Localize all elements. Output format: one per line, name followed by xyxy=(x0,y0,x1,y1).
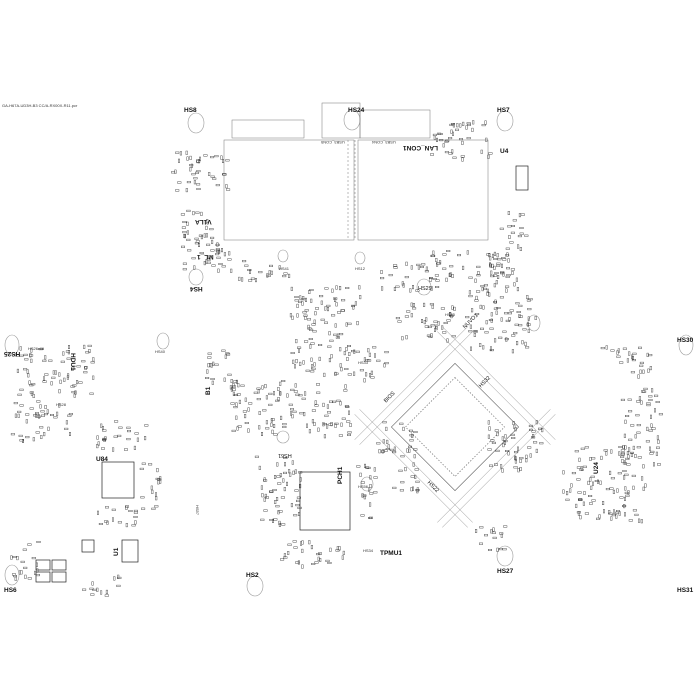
b1-label: B1 xyxy=(205,386,212,395)
u4-chip xyxy=(515,165,529,191)
hole-hs8 xyxy=(187,112,205,134)
hole-hs2 xyxy=(246,575,264,597)
hs7-label: HS7 xyxy=(497,107,510,114)
ml1-label: ML_1 xyxy=(197,253,214,260)
hdu1-label: HDU1 xyxy=(69,353,76,371)
hole-mid3 xyxy=(354,251,366,265)
hole-hs61 xyxy=(276,430,290,444)
hole-hs27 xyxy=(496,545,514,567)
hs24-label: HS24 xyxy=(348,107,365,114)
usb3-con4-label: USB3_CON4 xyxy=(372,140,396,145)
hole-hs6 xyxy=(4,564,20,586)
hs57-label: HS57 xyxy=(195,505,200,516)
hole-mid4 xyxy=(527,314,541,332)
usb3-con5-label: USB3_CON5 xyxy=(321,140,345,145)
cpu-socket-field xyxy=(354,326,556,528)
hs61-label: HS61 xyxy=(278,452,292,458)
io-area xyxy=(223,102,489,241)
u84-label: U84 xyxy=(96,456,108,463)
hs40-label: HS40 xyxy=(155,349,166,354)
u1-label: U1 xyxy=(113,547,120,556)
chip-packages xyxy=(101,165,529,563)
u4-label: U4 xyxy=(500,148,509,155)
hs4-label: HS4 xyxy=(190,285,203,292)
hole-mid5 xyxy=(360,476,374,492)
hs35-label: HS35 xyxy=(445,312,456,317)
u1-package xyxy=(121,539,139,563)
hs27-label: HS27 xyxy=(497,568,514,575)
file-name: GA-H67A-UD3H-B3 CC/A-RX00X-R11.pcr xyxy=(2,103,78,108)
hs29-label: HS29 xyxy=(418,286,432,292)
hole-hs25 xyxy=(4,334,20,356)
chokes xyxy=(35,539,95,583)
hs12-label: HS12 xyxy=(355,266,366,271)
hs26-label: HS26 xyxy=(28,346,39,351)
hs8-label: HS8 xyxy=(184,107,197,114)
hs41-label: HS41 xyxy=(279,266,290,271)
pch1-label: PCH1 xyxy=(337,466,344,484)
smd-footprints xyxy=(10,120,663,597)
hole-mid2 xyxy=(277,249,289,263)
u84-package xyxy=(101,461,135,499)
hs34-label: HS34 xyxy=(363,548,374,553)
u24-label: U24 xyxy=(593,462,600,474)
hs28-label: HS28 xyxy=(56,402,67,407)
hs25-label: HS25 xyxy=(4,350,21,357)
hs33-label: HS33 xyxy=(358,360,369,365)
tpmu1-label: TPMU1 xyxy=(380,550,403,557)
lan-con1-label: LAN_CON1 xyxy=(403,144,439,151)
hs31-label: HS31 xyxy=(677,587,694,594)
hs56-label: HS56 xyxy=(358,484,369,489)
hole-hs30 xyxy=(678,334,694,356)
hole-mid1 xyxy=(156,332,170,350)
hole-hs4 xyxy=(188,268,204,286)
hs6-label: HS6 xyxy=(4,587,17,594)
v1la-label: V1LA xyxy=(195,218,212,225)
hole-hs7 xyxy=(496,110,514,132)
hs30-label: HS30 xyxy=(677,337,694,344)
hs2-label: HS2 xyxy=(246,572,259,579)
